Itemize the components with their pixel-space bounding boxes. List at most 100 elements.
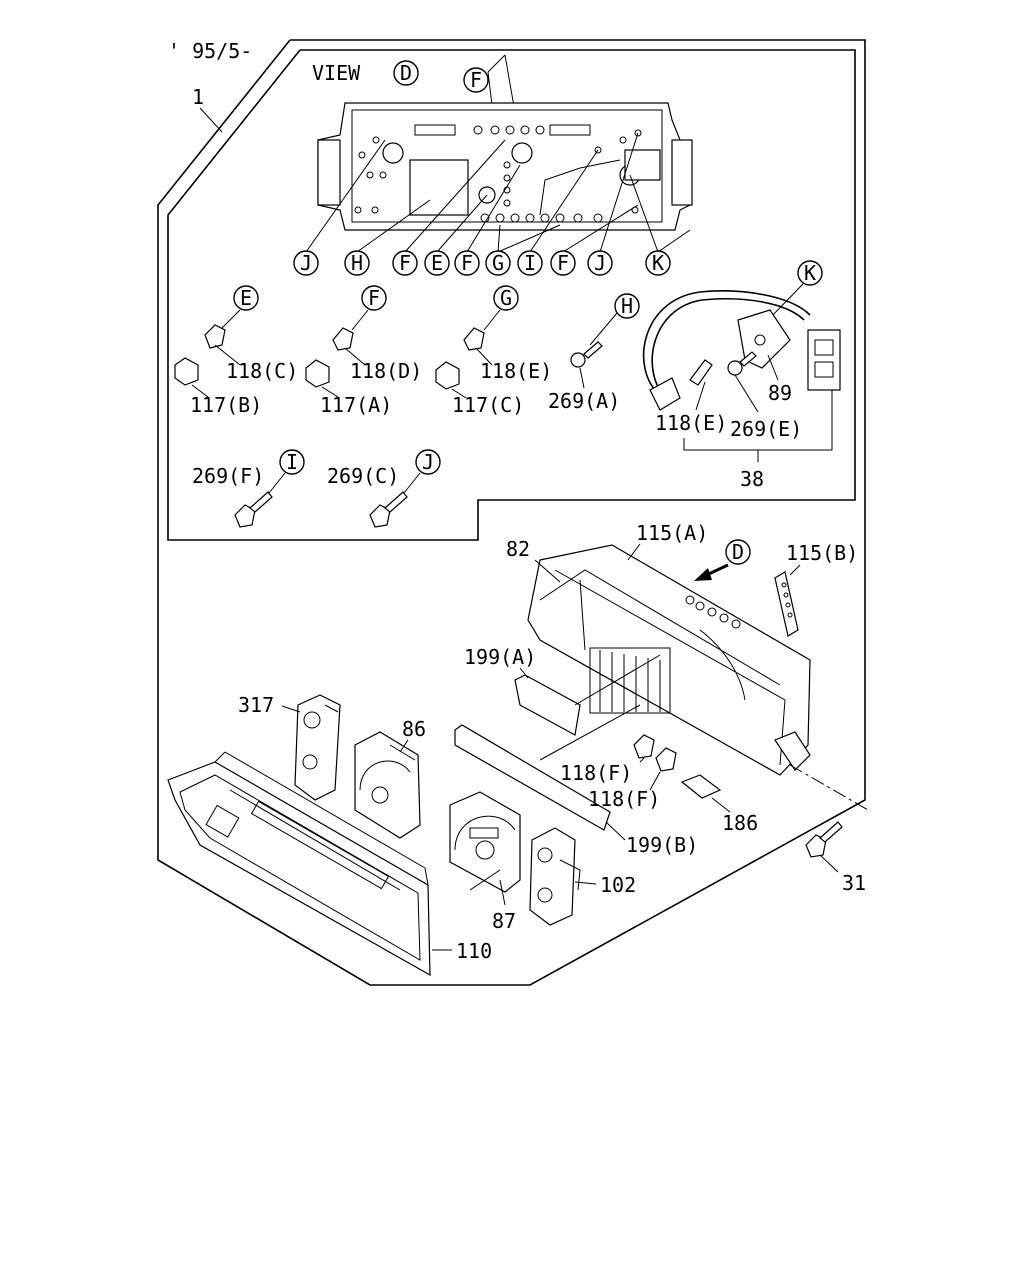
- label-186: 186: [722, 811, 758, 835]
- callout-f-top: [463, 67, 489, 93]
- label-115b: 115(B): [786, 541, 858, 565]
- view-leaders: [305, 132, 691, 253]
- leader-line: [281, 705, 301, 713]
- label-38: 38: [740, 467, 764, 491]
- callout-h: H: [589, 293, 640, 346]
- leader-line: [627, 543, 641, 561]
- assembly-boundary: [157, 39, 866, 986]
- label-199a: 199(A): [464, 645, 536, 669]
- callout-f-2: F: [351, 285, 387, 331]
- gauge-86: [354, 731, 421, 839]
- leader-line: [519, 667, 529, 679]
- label-110: 110: [456, 939, 492, 963]
- bulb-118c: [204, 324, 241, 366]
- view-callout-row: J H F E F G I F J K: [293, 250, 671, 276]
- svg-text:G: G: [500, 286, 512, 310]
- bulb-118f-1: [633, 734, 655, 763]
- label-102: 102: [600, 873, 636, 897]
- gauge-87: [449, 791, 521, 893]
- leader-line: [789, 564, 801, 576]
- callout-i: I: [264, 449, 305, 499]
- label-117a: 117(A): [320, 393, 392, 417]
- svg-text:I: I: [524, 251, 536, 275]
- label-86: 86: [402, 717, 426, 741]
- label-269f: 269(F): [192, 464, 264, 488]
- screw-269c: [369, 491, 408, 528]
- bolt-31: [805, 821, 843, 873]
- clip-186: [680, 774, 731, 813]
- view-d-boundary: [167, 49, 856, 541]
- view-letter-circle: [393, 60, 419, 86]
- bulb-118e: [463, 327, 493, 366]
- label-269e: 269(E): [730, 417, 802, 441]
- bulb-118f-2: [649, 747, 677, 791]
- leader-line: [695, 381, 706, 411]
- label-117c: 117(C): [452, 393, 524, 417]
- label-118c: 118(C): [226, 359, 298, 383]
- label-82: 82: [506, 537, 530, 561]
- wiring-harness-38: [642, 290, 841, 411]
- label-317: 317: [238, 693, 274, 717]
- mounting-axis: [789, 764, 869, 811]
- plate-115b: [774, 571, 799, 637]
- svg-text:F: F: [399, 251, 411, 275]
- gauge-102: [529, 827, 581, 926]
- leader-line: [605, 821, 626, 841]
- svg-text:J: J: [594, 251, 606, 275]
- leader-line: [734, 374, 759, 413]
- leader-line: [767, 354, 779, 381]
- socket-117c: [435, 361, 467, 399]
- svg-text:E: E: [240, 286, 252, 310]
- label-31: 31: [842, 871, 866, 895]
- label-199b: 199(B): [626, 833, 698, 857]
- date-code: ' 95/5-: [168, 39, 252, 63]
- svg-text:K: K: [652, 251, 664, 275]
- leader-line: [574, 881, 597, 885]
- callout-j: J: [399, 449, 441, 499]
- svg-text:J: J: [422, 450, 434, 474]
- label-118f-1: 118(F): [560, 761, 632, 785]
- label-118d: 118(D): [350, 359, 422, 383]
- view-d-arrow: D: [694, 539, 751, 581]
- svg-text:H: H: [621, 294, 633, 318]
- leader-line: [499, 879, 506, 906]
- screw-269a: [570, 341, 603, 389]
- view-letter: D: [400, 61, 412, 85]
- label-118e-harness: 118(E): [655, 411, 727, 435]
- svg-text:F: F: [557, 251, 569, 275]
- screw-269f: [234, 491, 273, 528]
- callout-e: E: [221, 285, 259, 329]
- label-118f-2: 118(F): [588, 787, 660, 811]
- assembly-ref-label: 1: [192, 85, 204, 109]
- label-115a: 115(A): [636, 521, 708, 545]
- bulb-118d: [332, 327, 366, 366]
- label-89: 89: [768, 381, 792, 405]
- label-269a: 269(A): [548, 389, 620, 413]
- meter-housing-rear-view: [317, 102, 693, 231]
- socket-117b: [174, 357, 209, 398]
- leader-line: [399, 739, 409, 753]
- leader-line: [534, 559, 561, 583]
- leader-line: [487, 54, 506, 73]
- callout-g: G: [483, 285, 519, 331]
- label-117b: 117(B): [190, 393, 262, 417]
- svg-text:I: I: [286, 450, 298, 474]
- leader-line: [199, 107, 223, 133]
- svg-text:G: G: [492, 251, 504, 275]
- svg-text:H: H: [351, 251, 363, 275]
- svg-text:D: D: [732, 540, 744, 564]
- board-199b: [454, 704, 641, 831]
- callout-k: K: [767, 260, 823, 321]
- callout-f-top-letter: F: [470, 68, 482, 92]
- label-269c: 269(C): [327, 464, 399, 488]
- svg-text:J: J: [300, 251, 312, 275]
- svg-text:F: F: [461, 251, 473, 275]
- socket-117a: [305, 359, 339, 398]
- svg-text:K: K: [804, 261, 816, 285]
- svg-text:E: E: [431, 251, 443, 275]
- svg-text:F: F: [368, 286, 380, 310]
- view-title: VIEW: [312, 61, 361, 85]
- label-118e: 118(E): [480, 359, 552, 383]
